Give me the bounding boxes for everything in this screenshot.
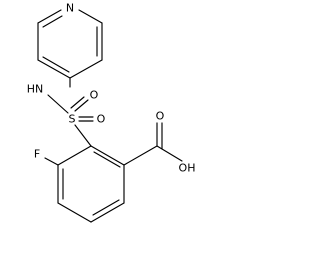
bond-s-o-top-b bbox=[70, 96, 85, 109]
bond-c6-n-inner bbox=[42, 15, 63, 28]
bond-c3-c2-inner bbox=[93, 151, 121, 168]
bond-c-oh bbox=[156, 145, 183, 162]
bond-c6-c5 bbox=[57, 202, 92, 223]
atom-label-carbonyl-o: O bbox=[156, 110, 165, 123]
bond-c4-c5 bbox=[37, 59, 71, 79]
atom-label-oxygen-right: O bbox=[97, 113, 106, 126]
bond-c4-c5-inner bbox=[42, 56, 70, 73]
atom-label-sulfur: S bbox=[69, 113, 76, 126]
bond-s-o-top-a bbox=[74, 99, 89, 112]
bond-c1-c6-inner bbox=[92, 199, 120, 216]
bond-s-c3 bbox=[74, 124, 92, 147]
bond-c3-c2 bbox=[90, 145, 125, 166]
atom-label-fluorine: F bbox=[34, 148, 40, 161]
bond-c6-n bbox=[37, 9, 62, 24]
bond-nh-s bbox=[47, 94, 69, 114]
atom-label-amine-nh: HN bbox=[27, 83, 44, 96]
atom-label-hydroxyl: OH bbox=[179, 162, 196, 175]
benzene-ring bbox=[57, 145, 125, 223]
bond-n-c2 bbox=[78, 9, 103, 24]
bond-c3-c4 bbox=[69, 59, 103, 79]
bond-c1-c6 bbox=[90, 202, 125, 223]
bond-c4-f bbox=[44, 157, 59, 166]
atom-label-oxygen-top: O bbox=[90, 89, 99, 102]
bond-c4-c3 bbox=[57, 145, 92, 166]
structure-diagram: N HN S O O F O OH bbox=[27, 2, 196, 223]
pyridine-ring bbox=[37, 9, 103, 79]
atom-label-pyridine-n: N bbox=[66, 2, 74, 15]
bond-c1-cooh bbox=[123, 145, 158, 166]
